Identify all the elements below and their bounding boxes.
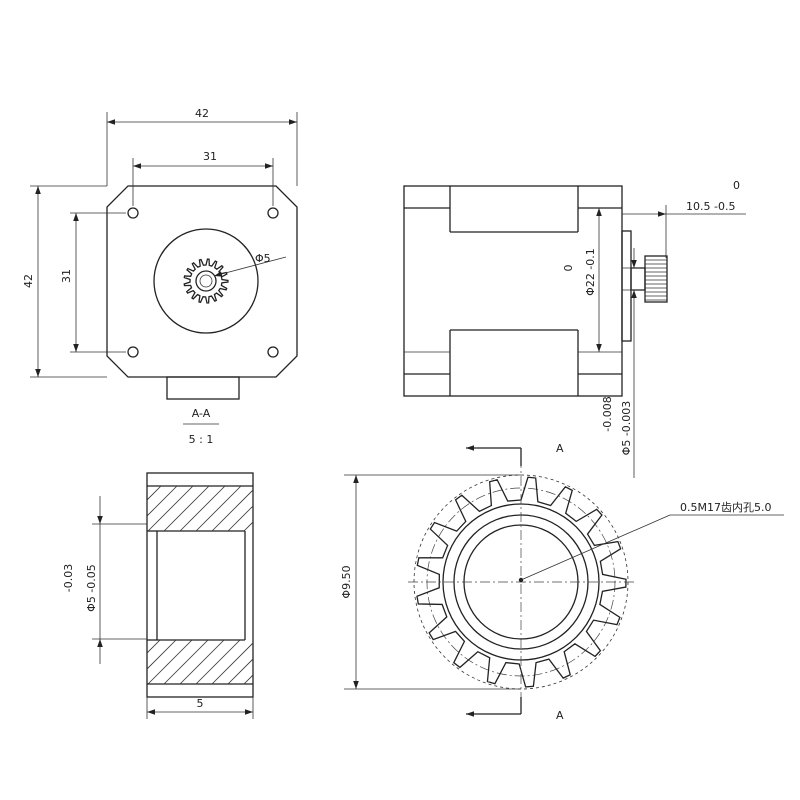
mount-hole-br xyxy=(267,346,279,358)
label-gear-dia-phi5: Φ5 xyxy=(255,252,271,265)
mount-hole-tl xyxy=(127,207,139,219)
cut-label-top: A xyxy=(556,442,564,455)
hatch-top xyxy=(147,486,353,531)
front-gear-bore-inner xyxy=(199,274,213,288)
section-view-a-a: -0.03 Φ5 -0.05 5 xyxy=(62,472,353,719)
front-view: 42 31 42 31 Φ5 A-A 5 : 1 xyxy=(22,107,298,446)
leader-gear-dia xyxy=(213,256,287,277)
hatch-line xyxy=(100,640,144,684)
dim-outer-dia-phi9-50: Φ9.50 xyxy=(340,565,353,598)
gear-tooth-outline xyxy=(416,476,627,688)
front-gear-bore xyxy=(195,270,217,292)
hatch-line xyxy=(211,489,253,531)
mount-hole-bl xyxy=(127,346,139,358)
dim-gear-width-5: 5 xyxy=(197,697,204,710)
hatch-line xyxy=(179,640,225,684)
mount-hole-tr xyxy=(267,207,279,219)
side-view: 0 10.5 -0.5 0 Φ22 -0.1 -0.008 Φ5 -0.003 xyxy=(403,179,746,478)
cut-label-bottom: A xyxy=(556,709,564,722)
hatch-line xyxy=(292,640,336,684)
hatch-line xyxy=(147,486,178,517)
dim-width-42: 42 xyxy=(195,107,209,120)
hatch-line xyxy=(163,486,210,531)
note-leader xyxy=(520,514,671,581)
section-scale: 5 : 1 xyxy=(189,433,214,446)
side-gear-body xyxy=(644,255,668,303)
dim-hole-spacing-31-h: 31 xyxy=(203,150,217,163)
gear-view: A A Φ9.50 0.5M17齿内孔5.0 xyxy=(340,442,784,722)
gear-spec-note: 0.5M17齿内孔5.0 xyxy=(680,500,771,514)
hatch-line xyxy=(227,505,253,531)
tol-boss-upper: 0 xyxy=(562,265,575,272)
shaft-stub xyxy=(630,267,646,291)
hatch-line xyxy=(211,642,253,684)
hatch-line xyxy=(260,486,305,531)
section-label-a-a: A-A xyxy=(192,407,211,420)
hatch-line xyxy=(147,486,194,531)
flange-boss-circle xyxy=(153,228,259,334)
hatch-line xyxy=(243,521,253,531)
front-gear xyxy=(183,258,229,304)
dim-shaft-length-10-5: 10.5 -0.5 xyxy=(686,200,735,213)
side-gear-teeth xyxy=(644,255,668,303)
hatch-line xyxy=(260,640,304,684)
gear-section-outline xyxy=(146,472,254,698)
motor-flange-outline xyxy=(106,185,298,378)
hatch-line xyxy=(147,486,162,501)
hatch-line xyxy=(243,674,253,684)
hatch-line xyxy=(195,486,242,531)
front-gear-outline xyxy=(183,258,229,304)
tol-shaft-dia-lower: -0.008 xyxy=(601,396,614,431)
dim-height-42: 42 xyxy=(22,274,35,288)
hatch-line xyxy=(308,486,353,531)
dim-hole-spacing-31-v: 31 xyxy=(60,269,73,283)
connector-housing xyxy=(166,376,240,400)
hatch-line xyxy=(179,486,226,531)
hatch-line xyxy=(147,640,161,654)
hatch-line xyxy=(276,486,321,531)
dim-boss-dia-phi22: Φ22 -0.1 xyxy=(584,248,597,296)
hatch-line xyxy=(227,658,253,684)
hatch-line xyxy=(195,640,241,684)
dim-bore-dia-phi5: Φ5 -0.05 xyxy=(85,564,98,612)
hatch-line xyxy=(308,640,352,684)
hatch-line xyxy=(276,640,320,684)
gear-profile xyxy=(416,476,627,688)
tol-shaft-length-upper: 0 xyxy=(733,179,740,192)
hatch-line xyxy=(163,640,209,684)
hatch-bottom xyxy=(100,640,352,684)
tol-bore-lower: -0.03 xyxy=(62,564,75,592)
flange-boss xyxy=(621,230,632,342)
hatch-line xyxy=(147,640,177,670)
hatch-line xyxy=(292,486,337,531)
dim-shaft-dia-phi5: Φ5 -0.003 xyxy=(620,401,633,456)
hatch-line xyxy=(147,640,193,684)
